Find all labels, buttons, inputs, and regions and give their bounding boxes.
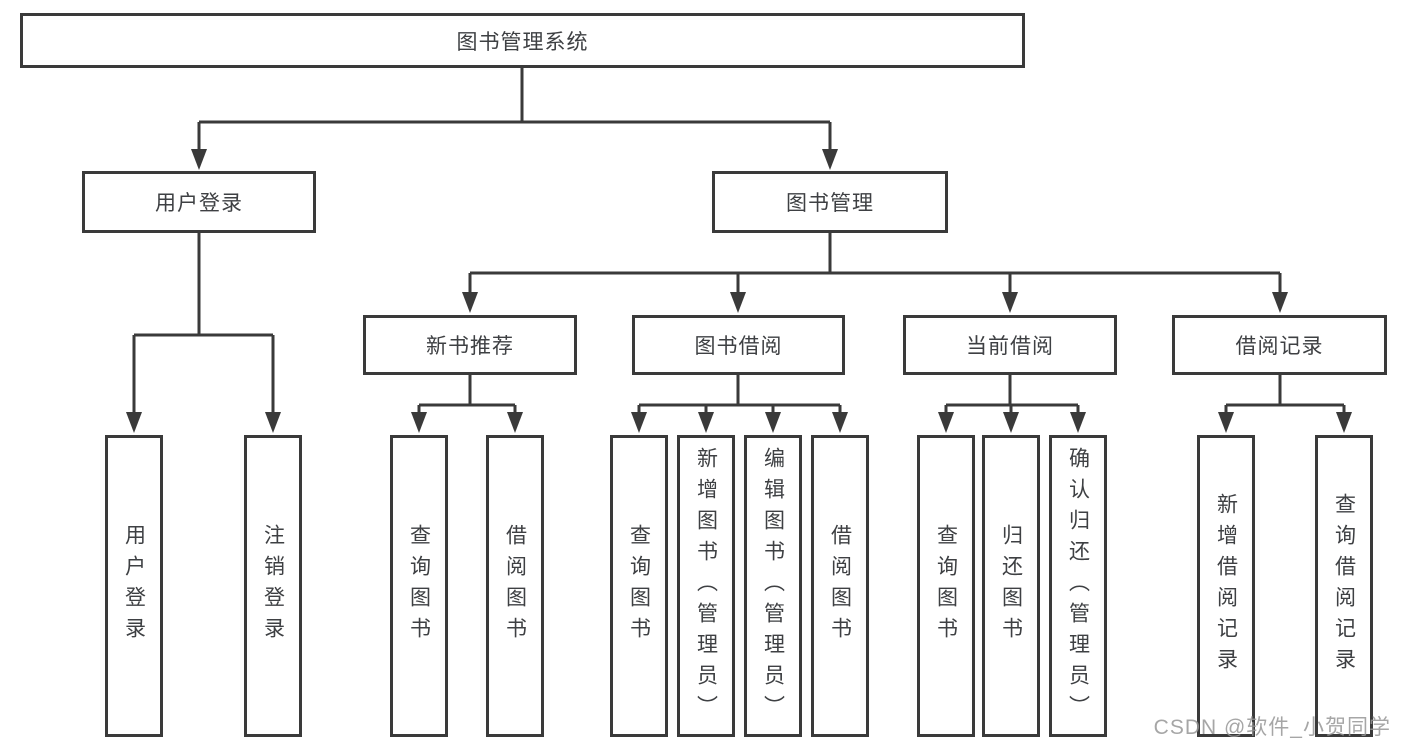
node-book-management: 图书管理	[712, 171, 948, 233]
node-library-system: 图书管理系统	[20, 13, 1025, 68]
node-current-borrow: 当前借阅	[903, 315, 1117, 375]
leaf-query-borrow-record: 查询借阅记录	[1315, 435, 1373, 737]
leaf-label: 查询借阅记录	[1332, 493, 1356, 679]
node-user-login: 用户登录	[82, 171, 316, 233]
leaf-edit-book-admin: 编辑图书（管理员）	[744, 435, 802, 737]
leaf-label: 确认归还（管理员）	[1066, 446, 1090, 726]
leaf-borrow-book-1: 借阅图书	[486, 435, 544, 737]
arrowheads	[126, 149, 1352, 433]
csdn-watermark: CSDN @软件_小贺同学	[1153, 716, 1391, 739]
leaf-label: 查询图书	[627, 524, 651, 648]
leaf-add-book-admin: 新增图书（管理员）	[677, 435, 735, 737]
node-book-borrow: 图书借阅	[632, 315, 845, 375]
leaf-label: 借阅图书	[503, 524, 527, 648]
leaf-user-login: 用户登录	[105, 435, 163, 737]
leaf-logout: 注销登录	[244, 435, 302, 737]
leaf-confirm-return-admin: 确认归还（管理员）	[1049, 435, 1107, 737]
leaf-query-book-1: 查询图书	[390, 435, 448, 737]
node-new-book-recommend: 新书推荐	[363, 315, 577, 375]
leaf-label: 借阅图书	[828, 524, 852, 648]
leaf-label: 编辑图书（管理员）	[761, 446, 785, 726]
leaf-return-book: 归还图书	[982, 435, 1040, 737]
leaf-query-book-3: 查询图书	[917, 435, 975, 737]
leaf-label: 新增借阅记录	[1214, 493, 1238, 679]
node-borrow-record: 借阅记录	[1172, 315, 1387, 375]
leaf-borrow-book-2: 借阅图书	[811, 435, 869, 737]
leaf-query-book-2: 查询图书	[610, 435, 668, 737]
leaf-label: 归还图书	[999, 524, 1023, 648]
leaf-label: 查询图书	[407, 524, 431, 648]
leaf-add-borrow-record: 新增借阅记录	[1197, 435, 1255, 737]
leaf-label: 用户登录	[122, 524, 146, 648]
leaf-label: 查询图书	[934, 524, 958, 648]
leaf-label: 注销登录	[261, 524, 285, 648]
leaf-label: 新增图书（管理员）	[694, 446, 718, 726]
